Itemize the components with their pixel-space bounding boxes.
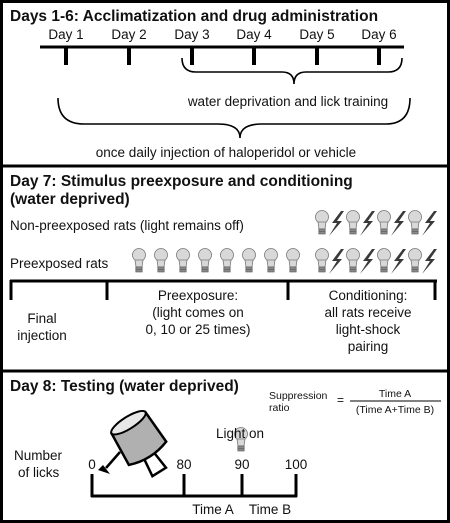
- day-label: Day 5: [299, 27, 334, 42]
- day-label: Day 3: [174, 27, 209, 42]
- phase-preexposure-line2: (light comes on: [152, 305, 244, 320]
- shock-bolt-icon: [360, 211, 375, 236]
- phase-conditioning-line4: pairing: [348, 339, 389, 354]
- panel1-title: Days 1-6: Acclimatization and drug admin…: [10, 8, 378, 25]
- shock-bolt-icon: [422, 249, 437, 274]
- preexposed-light-shock-pairings: [315, 248, 437, 274]
- bulb-icon: [346, 210, 360, 235]
- panel3-title: Day 8: Testing (water deprived): [10, 378, 239, 395]
- brace-upper-label: water deprivation and lick training: [187, 94, 388, 109]
- formula-lhs-line1: Suppression: [269, 390, 328, 402]
- day-label: Day 4: [236, 27, 272, 42]
- bulb-icon: [286, 248, 300, 273]
- phase-final-injection-line2: injection: [17, 328, 67, 343]
- panel-day-7: Day 7: Stimulus preexposure and conditio…: [9, 173, 437, 354]
- panel-day-8: Day 8: Testing (water deprived) Suppress…: [10, 378, 441, 517]
- phase-preexposure-line3: 0, 10 or 25 times): [145, 322, 250, 337]
- formula-denominator: (Time A+Time B): [356, 404, 434, 416]
- tick-label: 90: [234, 457, 249, 472]
- time-b-label: Time B: [249, 502, 291, 517]
- bulb-icon: [132, 248, 146, 273]
- non-preexposed-label: Non-preexposed rats (light remains off): [10, 218, 244, 233]
- phase-preexposure-line1: Preexposure:: [158, 288, 238, 303]
- shock-bolt-icon: [391, 249, 406, 274]
- bulb-icon: [315, 248, 329, 273]
- bulb-icon: [242, 248, 256, 273]
- day-label: Day 1: [48, 27, 83, 42]
- preexposure-bulbs: [132, 248, 300, 273]
- shock-bolt-icon: [329, 249, 344, 274]
- panel2-title-line2: (water deprived): [10, 191, 130, 208]
- phase-conditioning-line3: light-shock: [336, 322, 401, 337]
- brace-days-1-6: [57, 97, 411, 139]
- water-bottle-icon: [98, 409, 168, 478]
- formula-equals: =: [337, 393, 344, 407]
- licks-label-line2: of licks: [18, 465, 60, 480]
- bulb-icon: [346, 248, 360, 273]
- tick-label: 100: [285, 457, 308, 472]
- light-on-label: Light on: [216, 426, 264, 441]
- bulb-icon: [154, 248, 168, 273]
- suppression-ratio-formula: Suppression ratio = Time A (Time A+Time …: [269, 388, 441, 416]
- phase-conditioning-line2: all rats receive: [324, 305, 411, 320]
- time-a-label: Time A: [192, 502, 234, 517]
- non-preexposed-light-shock-pairings: [315, 210, 437, 236]
- shock-bolt-icon: [422, 211, 437, 236]
- brace-lower-label: once daily injection of haloperidol or v…: [96, 145, 356, 160]
- day-label: Day 2: [111, 27, 146, 42]
- phase-conditioning-line1: Conditioning:: [329, 288, 408, 303]
- brace-days-3-6: [181, 57, 403, 85]
- bulb-icon: [315, 210, 329, 235]
- panel-days-1-6: Days 1-6: Acclimatization and drug admin…: [10, 8, 411, 160]
- day-label: Day 6: [361, 27, 396, 42]
- bulb-icon: [176, 248, 190, 273]
- preexposed-label: Preexposed rats: [10, 256, 109, 271]
- bulb-icon: [408, 248, 422, 273]
- shock-bolt-icon: [360, 249, 375, 274]
- tick-label: 80: [176, 457, 191, 472]
- shock-bolt-icon: [391, 211, 406, 236]
- panel2-title-line1: Day 7: Stimulus preexposure and conditio…: [10, 173, 353, 190]
- phase-final-injection-line1: Final: [27, 311, 56, 326]
- bulb-icon: [377, 248, 391, 273]
- shock-bolt-icon: [329, 211, 344, 236]
- licks-label-line1: Number: [14, 448, 63, 463]
- tick-label: 0: [88, 457, 96, 472]
- bulb-icon: [264, 248, 278, 273]
- bulb-icon: [377, 210, 391, 235]
- bulb-icon: [408, 210, 422, 235]
- formula-lhs-line2: ratio: [269, 402, 290, 414]
- formula-numerator: Time A: [379, 388, 411, 400]
- bulb-icon: [220, 248, 234, 273]
- bulb-icon: [198, 248, 212, 273]
